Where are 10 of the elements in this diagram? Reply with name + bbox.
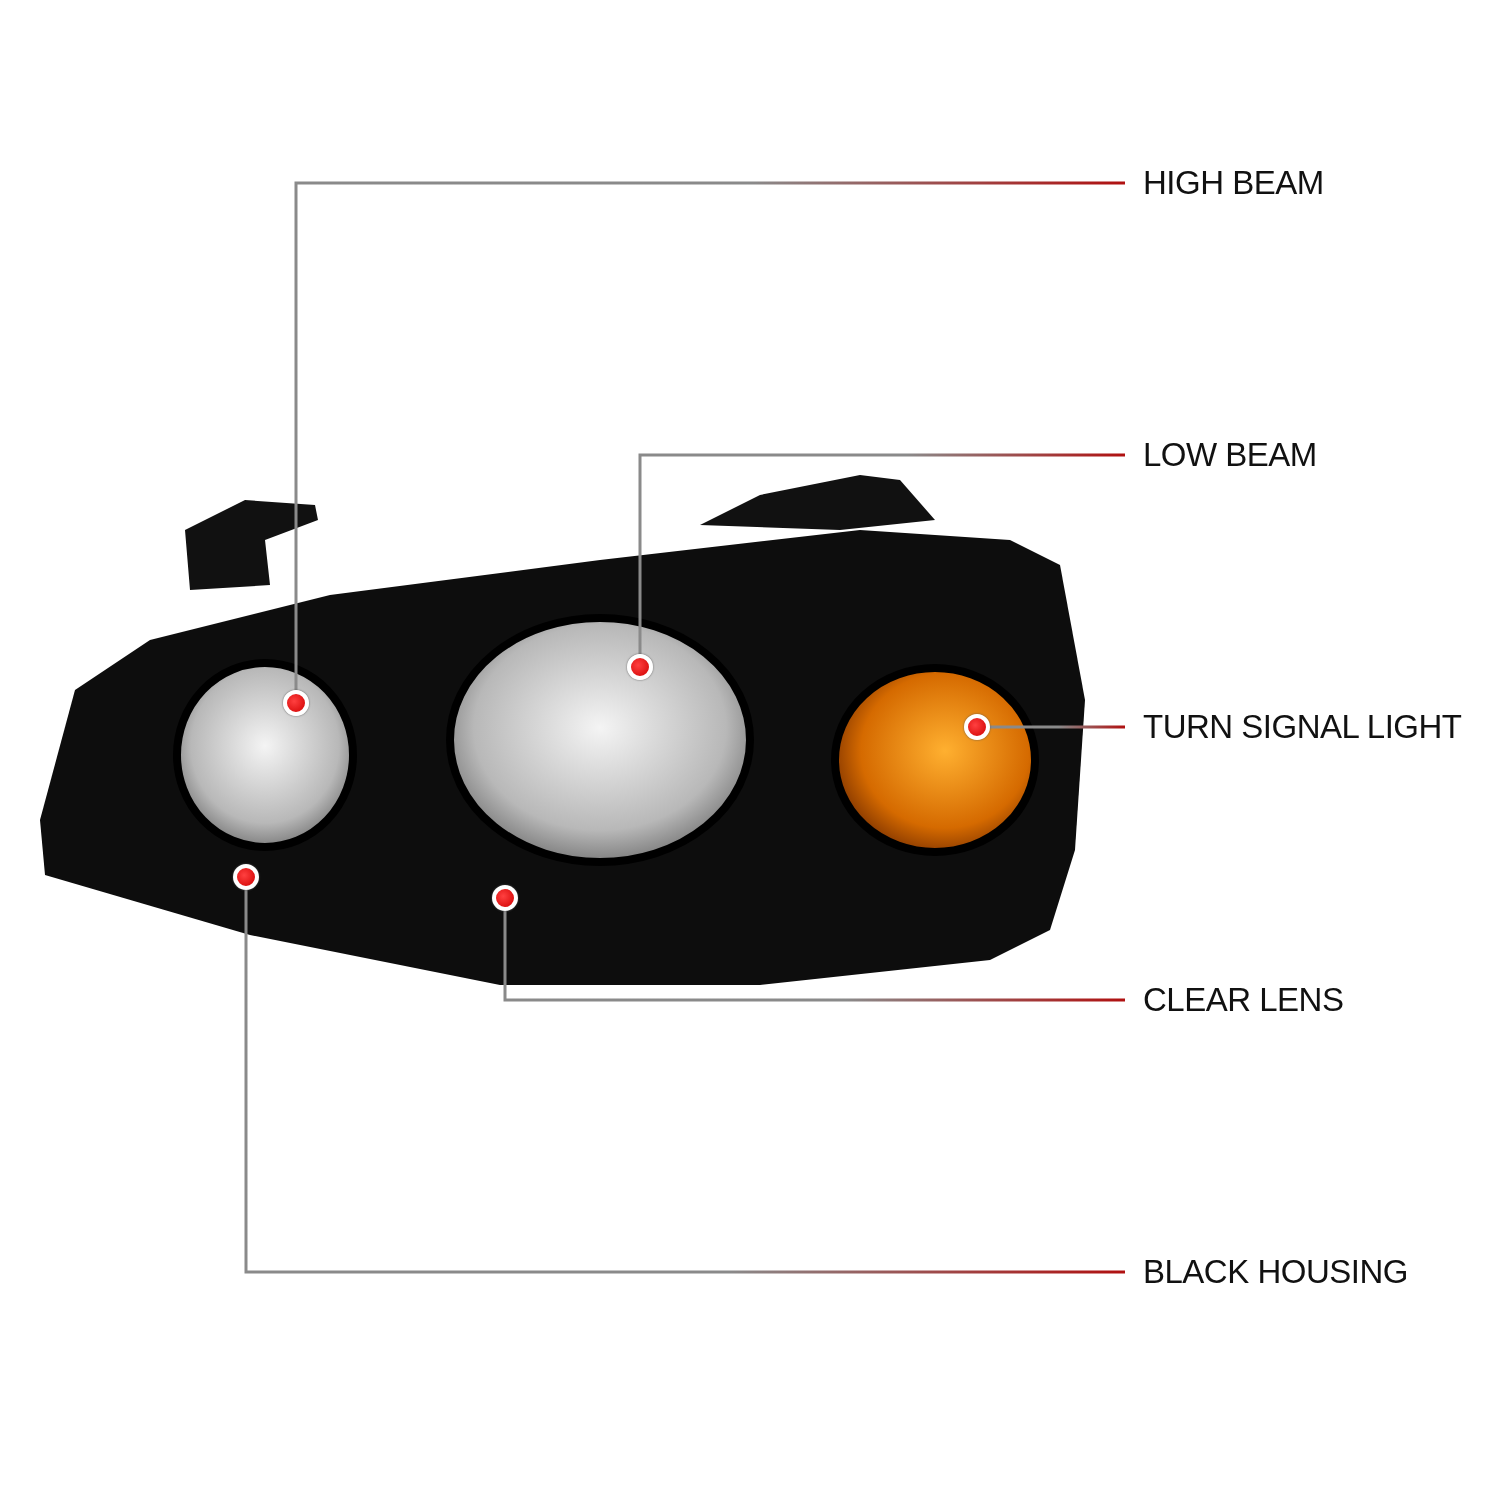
leader-line (294, 181, 1125, 690)
callout-label: LOW BEAM (1143, 435, 1317, 475)
callout-label: TURN SIGNAL LIGHT (1143, 707, 1462, 747)
leader-line (638, 453, 1125, 654)
callout-label: CLEAR LENS (1143, 980, 1344, 1020)
leader-line (990, 725, 1125, 729)
callout-label: BLACK HOUSING (1143, 1252, 1408, 1292)
leader-line (503, 911, 1125, 1002)
callout-label: HIGH BEAM (1143, 163, 1324, 203)
leader-line (244, 890, 1125, 1274)
